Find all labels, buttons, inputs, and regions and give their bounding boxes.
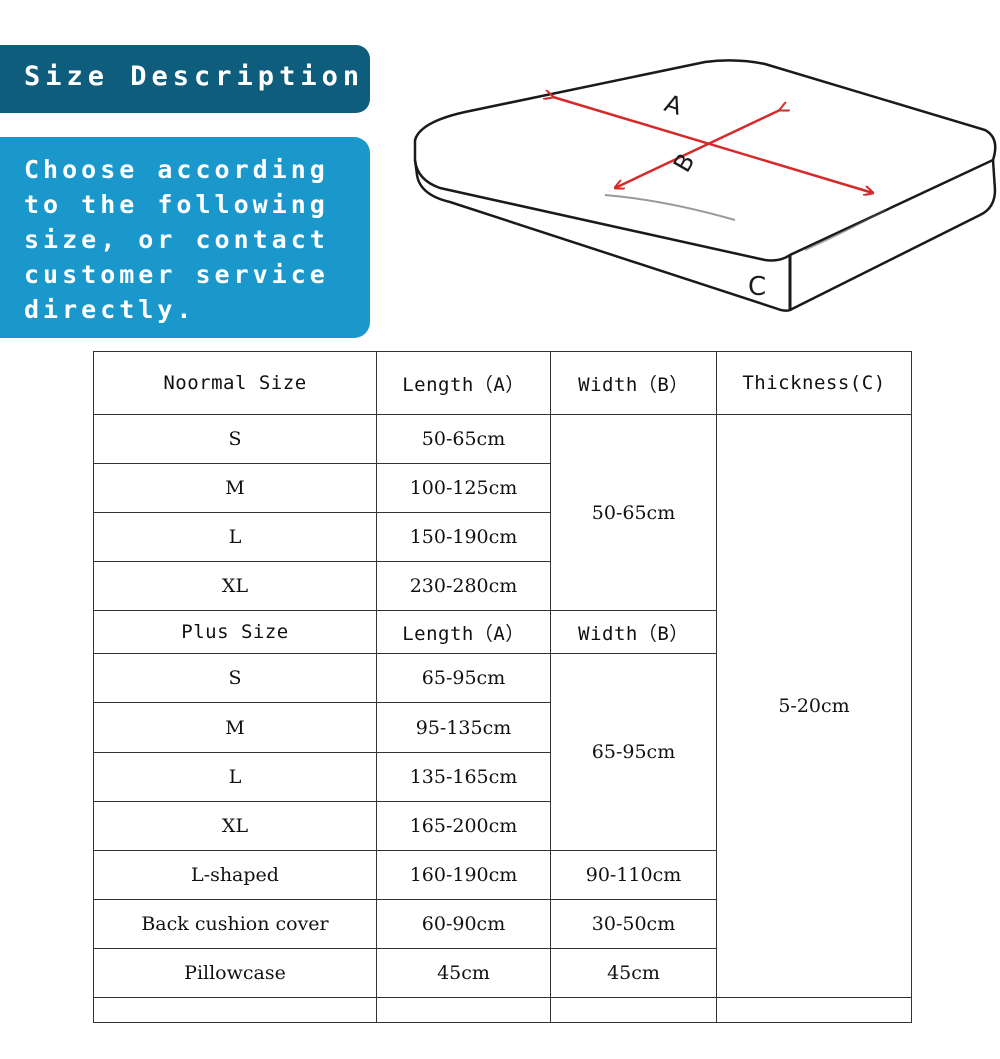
width-cell: 45cm bbox=[550, 947, 717, 998]
length-cell: 60-90cm bbox=[376, 898, 551, 949]
length-cell: 165-200cm bbox=[376, 800, 551, 851]
size-cell: L-shaped bbox=[93, 849, 377, 900]
note-line: directly. bbox=[24, 295, 196, 324]
size-cell: XL bbox=[93, 800, 377, 851]
size-cell: Back cushion cover bbox=[93, 898, 377, 949]
header-cell: Length（A） bbox=[376, 350, 551, 416]
table-row: S 50-65cm 50-65cm 5-20cm bbox=[93, 414, 912, 998]
cushion-right-side bbox=[789, 159, 997, 312]
empty-row bbox=[93, 996, 912, 1024]
size-cell: XL bbox=[93, 561, 377, 612]
table-row: S 65-95cm 65-95cm bbox=[93, 653, 912, 851]
plus-header-row: Plus Size Length（A） Width（B） bbox=[93, 610, 912, 655]
length-cell: 50-65cm bbox=[376, 414, 551, 465]
thickness-cell: 5-20cm bbox=[716, 414, 912, 998]
size-cell: Pillowcase bbox=[93, 947, 377, 998]
length-cell: 45cm bbox=[376, 947, 551, 998]
header-cell: Noormal Size bbox=[93, 350, 377, 416]
length-cell: 150-190cm bbox=[376, 512, 551, 563]
length-cell: 65-95cm bbox=[376, 653, 551, 704]
header-cell: Width（B） bbox=[550, 610, 717, 655]
table-row: M 95-135cm bbox=[93, 702, 912, 753]
width-cell: 65-95cm bbox=[550, 653, 717, 851]
size-table: Noormal Size Length（A） Width（B） Thicknes… bbox=[93, 350, 912, 1024]
table-row: Pillowcase 45cm 45cm bbox=[93, 947, 912, 998]
note-line: size, or contact bbox=[24, 225, 329, 254]
size-cell: L bbox=[93, 751, 377, 802]
header-cell: Length（A） bbox=[376, 610, 551, 655]
width-cell: 90-110cm bbox=[550, 849, 717, 900]
width-cell: 50-65cm bbox=[550, 414, 717, 612]
note-line: Choose according bbox=[24, 155, 329, 184]
header-cell: Thickness(C) bbox=[716, 350, 912, 416]
size-cell: M bbox=[93, 702, 377, 753]
size-cell: M bbox=[93, 463, 377, 514]
length-cell: 95-135cm bbox=[376, 702, 551, 753]
header-cell: Plus Size bbox=[93, 610, 377, 655]
size-cell: S bbox=[93, 414, 377, 465]
width-cell: 30-50cm bbox=[550, 898, 717, 949]
cushion-front-side bbox=[413, 159, 792, 312]
instruction-note: Choose according to the following size, … bbox=[0, 137, 370, 338]
length-cell: 100-125cm bbox=[376, 463, 551, 514]
table-row: L 135-165cm bbox=[93, 751, 912, 802]
table-row: L-shaped 160-190cm 90-110cm bbox=[93, 849, 912, 900]
arrow-b bbox=[615, 110, 780, 188]
length-cell: 135-165cm bbox=[376, 751, 551, 802]
note-line: customer service bbox=[24, 260, 329, 289]
table-row: XL 230-280cm bbox=[93, 561, 912, 612]
note-line: to the following bbox=[24, 190, 329, 219]
header-cell: Width（B） bbox=[550, 350, 717, 416]
size-description-title: Size Description bbox=[0, 45, 370, 113]
table-row: M 100-125cm bbox=[93, 463, 912, 514]
size-cell: S bbox=[93, 653, 377, 704]
table-header-row: Noormal Size Length（A） Width（B） Thicknes… bbox=[93, 350, 912, 416]
table-row: L 150-190cm bbox=[93, 512, 912, 563]
size-cell: L bbox=[93, 512, 377, 563]
length-cell: 230-280cm bbox=[376, 561, 551, 612]
length-cell: 160-190cm bbox=[376, 849, 551, 900]
label-c: C bbox=[748, 272, 766, 302]
cushion-dimension-diagram: A B C bbox=[413, 59, 997, 312]
cushion-top-face bbox=[413, 59, 997, 262]
table-row: XL 165-200cm bbox=[93, 800, 912, 851]
